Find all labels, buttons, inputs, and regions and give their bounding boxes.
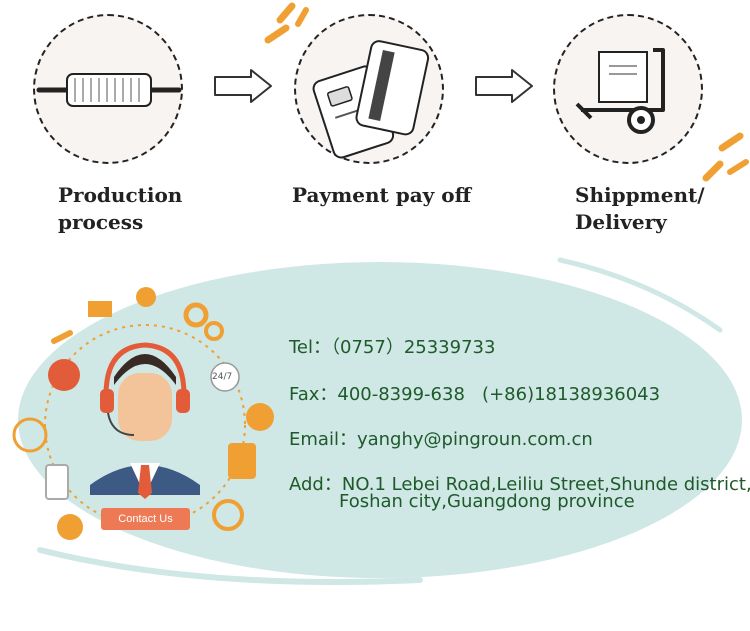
production-step-circle <box>33 14 183 164</box>
contact-email: Email：yanghy@pingroun.com.cn <box>289 429 593 450</box>
arrow-right-icon <box>214 69 272 103</box>
shipment-step-circle <box>553 14 703 164</box>
contact-address-line1: Add：NO.1 Lebei Road,Leiliu Street,Shunde… <box>289 474 750 495</box>
contact-tel: Tel：（0757）25339733 <box>289 337 496 358</box>
contact-background-ellipse <box>18 257 742 585</box>
arrow-right-icon <box>475 69 533 103</box>
rolling-pin-icon <box>36 73 182 107</box>
step-label-production: Production process <box>58 183 183 234</box>
accent-burst-icon <box>264 2 309 44</box>
support-agent-illustration <box>12 287 274 540</box>
payment-step-circle <box>294 14 444 164</box>
contact-fax: Fax：400-8399-638 (+86)18138936043 <box>289 384 661 405</box>
badge-24-7: 24/7 <box>212 372 233 382</box>
accent-burst-icon <box>702 132 749 182</box>
contact-address-line2: Foshan city,Guangdong province <box>339 491 635 512</box>
step-label-shipment: Shippment/ Delivery <box>575 183 705 234</box>
contact-us-button[interactable]: Contact Us <box>101 508 190 530</box>
hand-truck-icon <box>575 48 665 134</box>
step-label-payment: Payment pay off <box>292 183 471 207</box>
payment-cards-icon <box>312 40 430 159</box>
